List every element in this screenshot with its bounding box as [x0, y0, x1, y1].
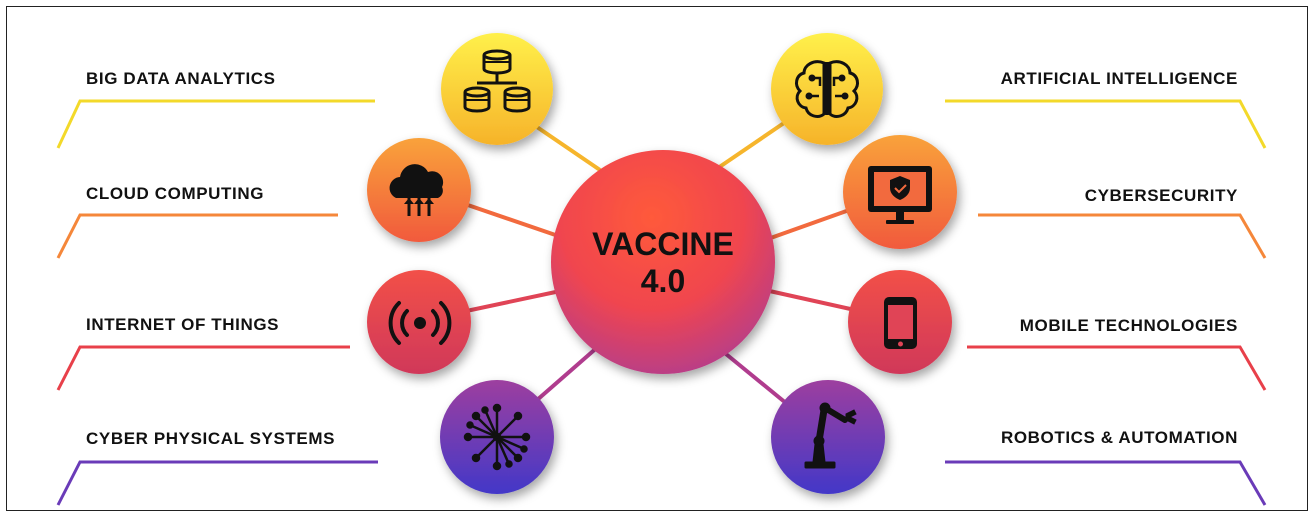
brain-circuit-icon	[795, 60, 859, 118]
center-title-line2: 4.0	[641, 263, 685, 299]
right-guide-lines	[945, 99, 1267, 506]
guide-line-cps	[56, 460, 378, 506]
node-robotics-automation	[771, 380, 885, 494]
database-network-icon	[463, 49, 531, 113]
guide-line-iot	[56, 345, 350, 391]
center-title-line1: VACCINE	[592, 226, 734, 262]
label-big-data-analytics: BIG DATA ANALYTICS	[86, 69, 276, 88]
label-artificial-intelligence: ARTIFICIAL INTELLIGENCE	[1000, 69, 1238, 88]
figure-frame	[6, 6, 1308, 511]
guide-line-big-data	[56, 99, 375, 149]
guide-line-cyber	[978, 213, 1267, 259]
label-internet-of-things: INTERNET OF THINGS	[86, 315, 280, 334]
network-nodes-icon	[463, 403, 531, 471]
label-cyber-physical-systems: CYBER PHYSICAL SYSTEMS	[86, 429, 336, 448]
guide-line-ai	[945, 99, 1267, 149]
label-robotics-automation: ROBOTICS & AUTOMATION	[1000, 428, 1238, 447]
guide-line-cloud	[56, 213, 338, 259]
cloud-computing-icon	[389, 164, 444, 216]
label-mobile-technologies: MOBILE TECHNOLOGIES	[1019, 316, 1238, 335]
smartphone-icon	[884, 297, 917, 349]
shield-monitor-icon	[868, 166, 932, 224]
label-cloud-computing: CLOUD COMPUTING	[86, 184, 265, 203]
wireless-signal-icon	[388, 301, 452, 345]
left-guide-lines	[56, 99, 378, 506]
guide-line-robotics	[945, 460, 1267, 506]
label-cybersecurity: CYBERSECURITY	[1084, 186, 1238, 205]
guide-line-mobile	[967, 345, 1267, 391]
robot-arm-icon	[804, 402, 857, 469]
center-node: VACCINE 4.0	[551, 150, 775, 374]
node-big-data	[441, 33, 553, 145]
